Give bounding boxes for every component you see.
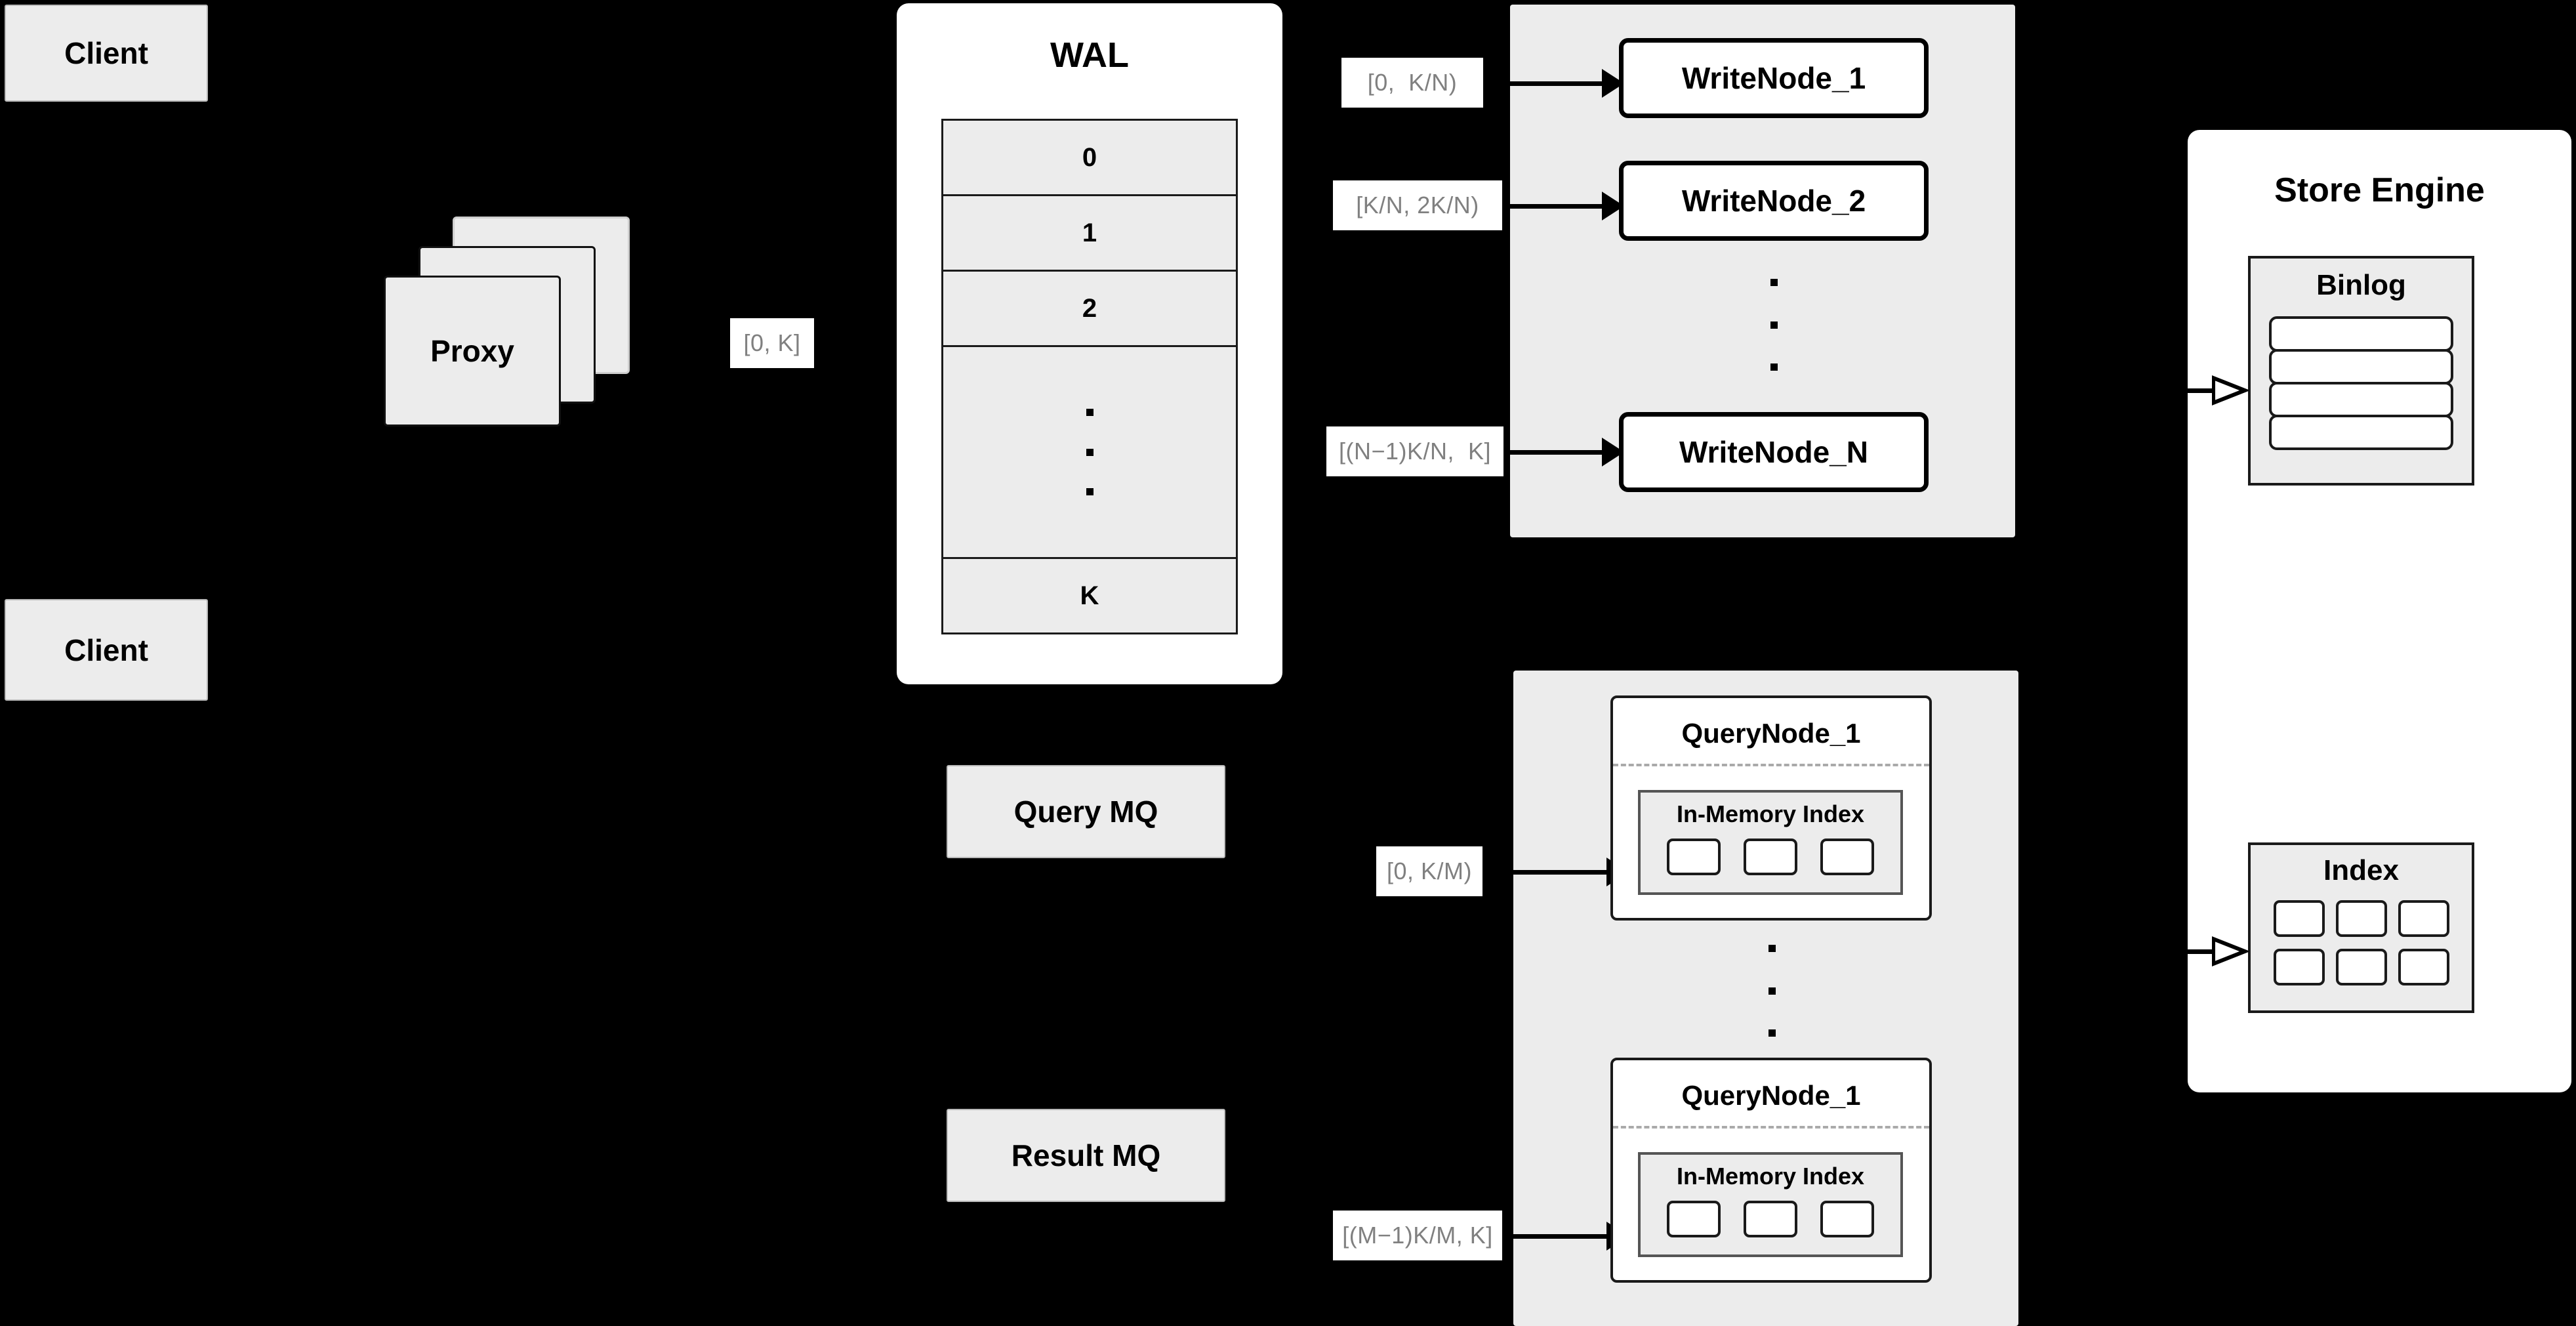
query-node-divider (1613, 764, 1929, 766)
store-engine-container: Store Engine Binlog Index (2188, 130, 2571, 1092)
wal-title: WAL (1050, 35, 1129, 75)
query-node-last[interactable]: QueryNode_1 In-Memory Index (1610, 1058, 1932, 1283)
wal-segment-1[interactable]: 1 (941, 196, 1238, 272)
edge-label-text: [K/N, 2K/N) (1356, 192, 1479, 218)
index-cell[interactable] (1743, 1201, 1797, 1237)
wal-ellipsis-icon (1086, 409, 1094, 495)
store-index-cell[interactable] (2273, 900, 2325, 937)
client-box-2[interactable]: Client (5, 599, 208, 701)
proxy-label: Proxy (430, 334, 514, 368)
write-node-ellipsis-icon (1770, 279, 1778, 371)
arrow-to-writenode-2 (1502, 192, 1624, 220)
binlog-title: Binlog (2316, 269, 2406, 301)
wal-segment-ellipsis (941, 347, 1238, 559)
arrow-to-binlog (2178, 374, 2257, 407)
wal-segment-label: 2 (1082, 293, 1097, 323)
store-index-cell[interactable] (2398, 900, 2449, 937)
write-node-label: WriteNode_2 (1681, 184, 1866, 218)
binlog-panel: Binlog (2248, 256, 2474, 486)
edge-label-text: [0, K/N) (1367, 69, 1458, 96)
result-mq-label: Result MQ (1011, 1138, 1161, 1172)
result-mq-box[interactable]: Result MQ (947, 1109, 1225, 1202)
binlog-bar[interactable] (2269, 415, 2453, 450)
in-memory-index-2: In-Memory Index (1638, 1152, 1903, 1257)
hollow-arrow-icon (2212, 375, 2249, 406)
edge-label-querynode-first: [0, K/M) (1376, 846, 1482, 896)
index-title: Index (2323, 854, 2399, 886)
store-index-cell[interactable] (2335, 949, 2387, 985)
store-engine-title: Store Engine (2274, 171, 2485, 209)
in-memory-index-title: In-Memory Index (1676, 800, 1865, 827)
index-cell[interactable] (1820, 1201, 1875, 1237)
index-cell[interactable] (1743, 839, 1797, 875)
binlog-bar[interactable] (2269, 316, 2453, 352)
query-node-title: QueryNode_1 (1681, 1080, 1861, 1111)
query-node-ellipsis-icon (1768, 945, 1776, 1037)
edge-label-proxy-to-wal: [0, K] (730, 318, 814, 368)
edge-label-text: [(M−1)K/M, K] (1342, 1222, 1493, 1249)
query-mq-label: Query MQ (1013, 795, 1158, 829)
client-label-2: Client (64, 632, 148, 667)
wal-segment-label: 0 (1082, 142, 1097, 172)
arrow-to-index (2178, 935, 2257, 968)
wal-segment-2[interactable]: 2 (941, 272, 1238, 347)
proxy-stack[interactable]: Proxy (380, 217, 676, 426)
write-node-label: WriteNode_1 (1681, 61, 1866, 95)
index-cell[interactable] (1820, 839, 1875, 875)
edge-label-writenode-2: [K/N, 2K/N) (1333, 180, 1502, 230)
edge-label-text: [0, K] (743, 329, 801, 356)
edge-label-text: [(N−1)K/N, K] (1338, 438, 1492, 465)
write-node-n[interactable]: WriteNode_N (1619, 412, 1929, 492)
arrow-to-writenode-1 (1500, 69, 1624, 98)
wal-segment-0[interactable]: 0 (941, 119, 1238, 196)
write-node-label: WriteNode_N (1679, 435, 1868, 469)
client-label-1: Client (64, 36, 148, 70)
hollow-arrow-icon (2212, 936, 2249, 967)
edge-label-text: [0, K/M) (1386, 858, 1473, 884)
write-node-2[interactable]: WriteNode_2 (1619, 161, 1929, 241)
edge-label-writenode-n: [(N−1)K/N, K] (1326, 426, 1503, 476)
index-panel: Index (2248, 842, 2474, 1013)
binlog-bar[interactable] (2269, 349, 2453, 384)
edge-label-writenode-1: [0, K/N) (1341, 58, 1483, 108)
store-index-cell[interactable] (2398, 949, 2449, 985)
index-cell[interactable] (1666, 839, 1721, 875)
client-box-1[interactable]: Client (5, 5, 208, 102)
arrow-to-writenode-n (1503, 438, 1624, 466)
store-index-cell[interactable] (2335, 900, 2387, 937)
proxy-card-front[interactable]: Proxy (384, 276, 561, 426)
query-node-1[interactable]: QueryNode_1 In-Memory Index (1610, 695, 1932, 921)
query-mq-box[interactable]: Query MQ (947, 765, 1225, 858)
wal-segment-label: 1 (1082, 218, 1097, 247)
store-index-cell[interactable] (2273, 949, 2325, 985)
in-memory-index-1: In-Memory Index (1638, 790, 1903, 895)
wal-segment-label: K (1080, 581, 1099, 610)
wal-segment-stack: 0 1 2 K (941, 119, 1238, 634)
in-memory-index-title: In-Memory Index (1676, 1163, 1865, 1190)
wal-container: WAL 0 1 2 K (897, 3, 1282, 684)
index-cell[interactable] (1666, 1201, 1721, 1237)
wal-segment-k[interactable]: K (941, 559, 1238, 634)
query-node-title: QueryNode_1 (1681, 718, 1861, 749)
binlog-bar[interactable] (2269, 382, 2453, 417)
query-node-divider (1613, 1126, 1929, 1129)
edge-label-querynode-last: [(M−1)K/M, K] (1333, 1211, 1502, 1260)
write-node-1[interactable]: WriteNode_1 (1619, 38, 1929, 118)
